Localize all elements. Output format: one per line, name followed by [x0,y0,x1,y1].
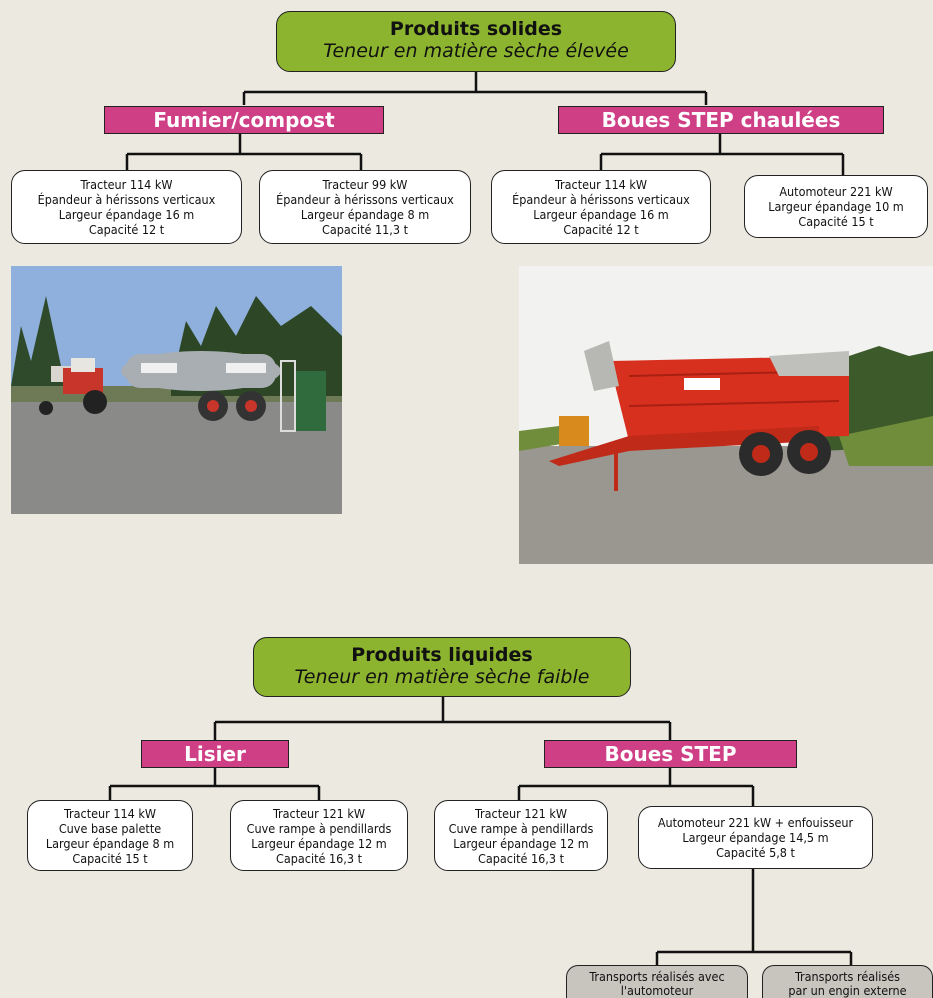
leaf-line: Capacité 5,8 t [716,845,795,860]
leaf-line: Tracteur 99 kW [322,177,408,192]
transport-engin-externe: Transports réalisés par un engin externe [762,965,933,998]
liquid-products-subtitle: Teneur en matière sèche faible [294,666,590,688]
transport-automoteur: Transports réalisés avec l'automoteur [566,965,748,998]
leaf-line: par un engin externe [788,983,907,998]
liquid-products-root: Produits liquides Teneur en matière sèch… [253,637,631,697]
leaf-line: Tracteur 121 kW [474,805,568,821]
leaf-line: Largeur épandage 8 m [45,835,175,851]
leaf-boues-step-1: Tracteur 121 kW Cuve rampe à pendillards… [434,800,608,871]
liquid-products-title: Produits liquides [351,644,533,666]
solid-products-subtitle: Teneur en matière sèche élevée [323,40,629,62]
leaf-line: Largeur épandage 14,5 m [682,830,829,845]
leaf-line: l'automoteur [620,983,694,998]
leaf-line: Largeur épandage 12 m [453,835,589,851]
leaf-line: Tracteur 114 kW [554,177,648,192]
leaf-line: Cuve base palette [58,820,162,836]
leaf-line: Largeur épandage 16 m [58,207,195,222]
leaf-fumier-2: Tracteur 99 kW Épandeur à hérissons vert… [259,170,471,244]
category-fumier-compost: Fumier/compost [104,106,384,134]
leaf-line: Cuve rampe à pendillards [246,820,392,836]
leaf-line: Automoteur 221 kW [779,184,893,199]
category-boues-step: Boues STEP [544,740,797,768]
solid-products-root: Produits solides Teneur en matière sèche… [276,11,676,72]
leaf-line: Transports réalisés avec [589,969,725,984]
leaf-line: Capacité 16,3 t [478,850,564,866]
leaf-boues-step-2: Automoteur 221 kW + enfouisseur Largeur … [638,806,873,869]
leaf-line: Capacité 11,3 t [322,222,408,237]
leaf-line: Capacité 15 t [72,850,148,866]
leaf-line: Transports réalisés [794,969,901,984]
leaf-line: Largeur épandage 12 m [251,835,387,851]
leaf-line: Capacité 12 t [88,222,165,237]
leaf-boues-chaulees-2: Automoteur 221 kW Largeur épandage 10 m … [744,175,928,238]
leaf-line: Largeur épandage 10 m [768,199,904,214]
leaf-fumier-1: Tracteur 114 kW Épandeur à hérissons ver… [11,170,242,244]
spreader-photo-illustration [519,266,933,564]
tanker-photo-illustration [11,266,342,514]
tanker-photo [11,266,342,514]
leaf-line: Tracteur 114 kW [80,177,173,192]
leaf-boues-chaulees-1: Tracteur 114 kW Épandeur à hérissons ver… [491,170,711,244]
leaf-line: Épandeur à hérissons verticaux [276,192,454,207]
category-boues-step-chaulees: Boues STEP chaulées [558,106,884,134]
leaf-line: Capacité 15 t [798,214,874,229]
leaf-line: Épandeur à hérissons verticaux [37,192,216,207]
leaf-lisier-2: Tracteur 121 kW Cuve rampe à pendillards… [230,800,408,871]
leaf-lisier-1: Tracteur 114 kW Cuve base palette Largeu… [27,800,193,871]
leaf-line: Automoteur 221 kW + enfouisseur [657,815,854,830]
leaf-line: Largeur épandage 8 m [300,207,430,222]
solid-products-title: Produits solides [389,18,563,40]
leaf-line: Capacité 16,3 t [276,850,362,866]
leaf-line: Cuve rampe à pendillards [448,820,594,836]
spreader-photo [519,266,933,564]
leaf-line: Épandeur à hérissons verticaux [512,192,690,207]
leaf-line: Largeur épandage 16 m [533,207,669,222]
leaf-line: Capacité 12 t [563,222,639,237]
leaf-line: Tracteur 114 kW [63,805,157,821]
leaf-line: Tracteur 121 kW [272,805,366,821]
category-lisier: Lisier [141,740,289,768]
